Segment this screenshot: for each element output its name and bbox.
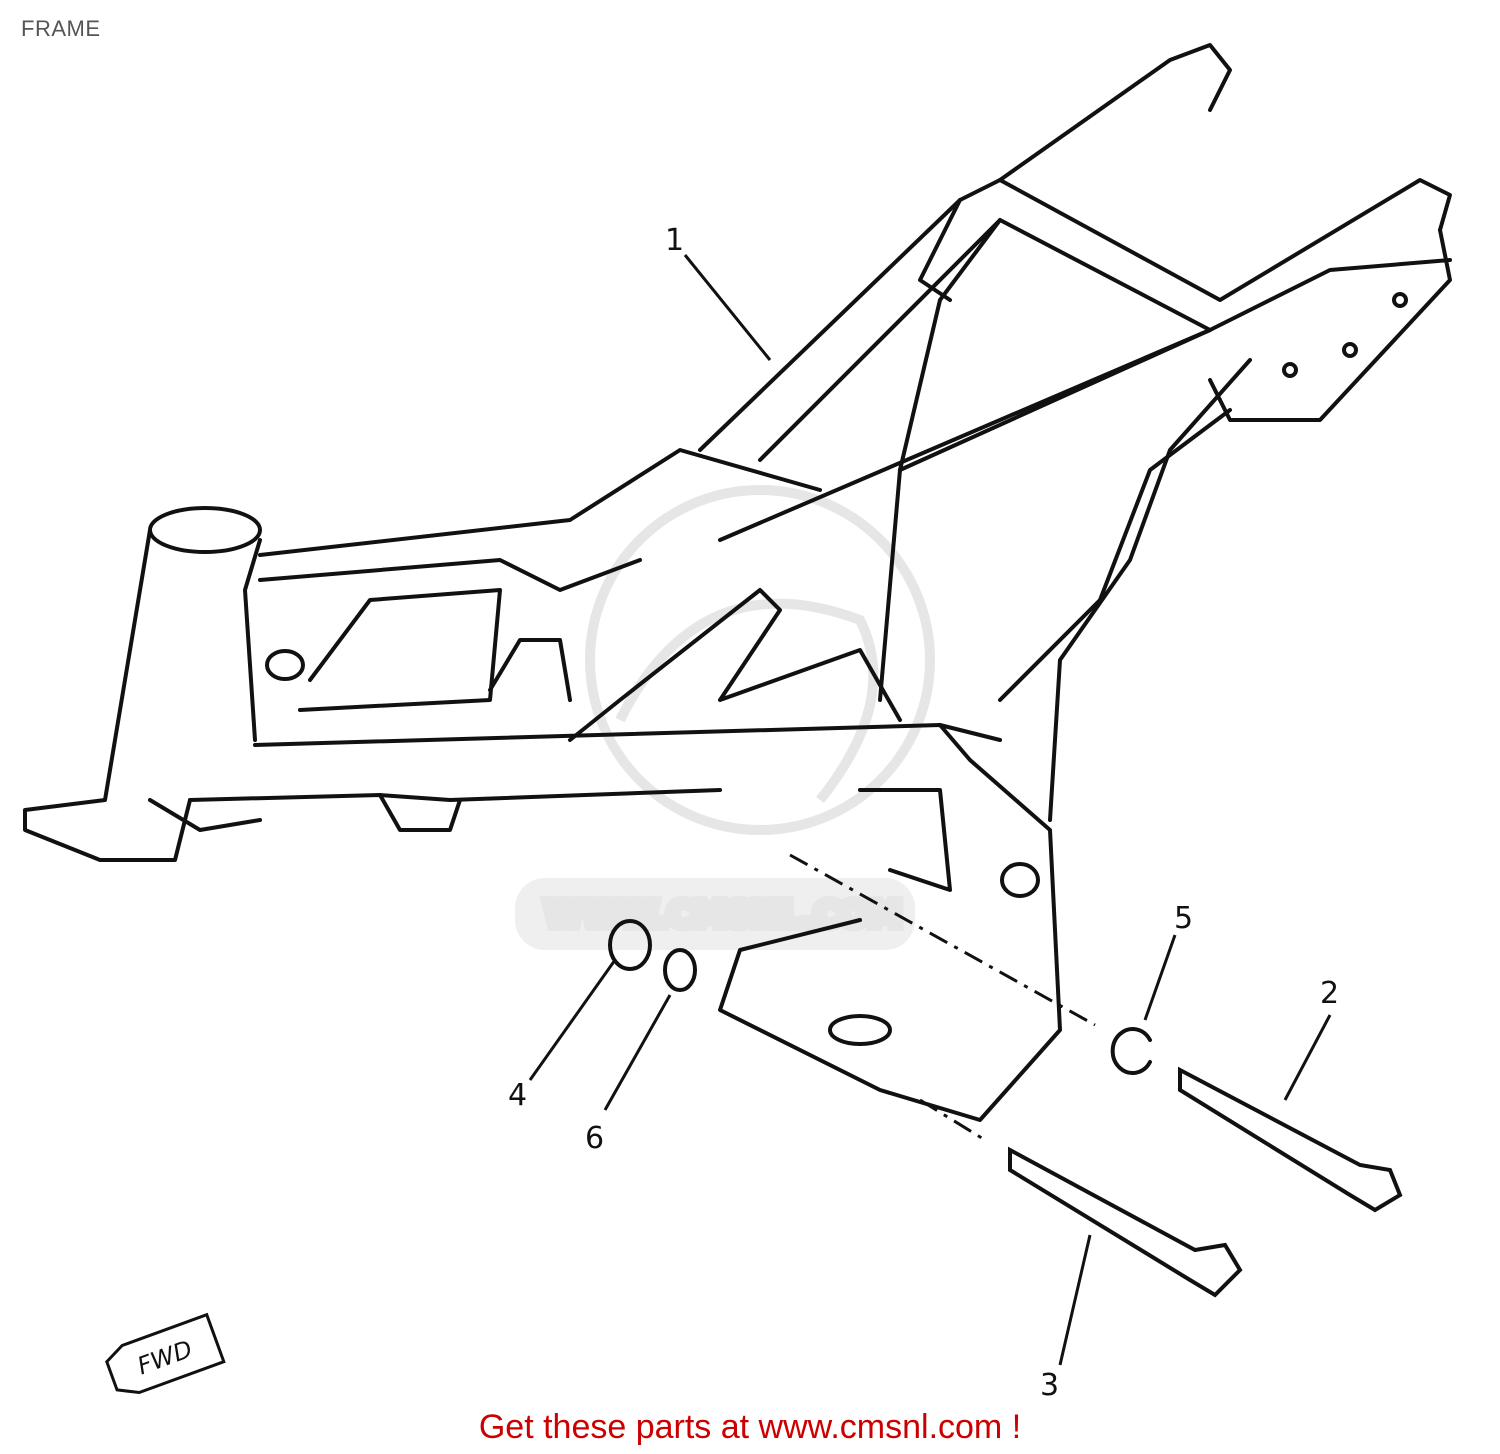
cmsnl-parts-link[interactable]: Get these parts at www.cmsnl.com ! — [478, 1408, 1022, 1446]
nut-part-5 — [1110, 1027, 1152, 1075]
mounting-hardware[interactable] — [608, 919, 1403, 1298]
leader-lines — [528, 254, 1332, 1366]
washer-part-6 — [663, 948, 697, 992]
collar-part-4 — [608, 919, 652, 971]
callout-6: 6 — [585, 1121, 604, 1156]
bolt-part-2 — [1178, 1066, 1403, 1213]
callout-4: 4 — [508, 1078, 527, 1113]
cmsnl-watermark: WWW.CMSNL.COM — [515, 485, 935, 950]
callout-1: 1 — [665, 223, 684, 258]
fwd-label: FWD — [134, 1335, 196, 1380]
callout-5: 5 — [1174, 901, 1193, 936]
page-title: FRAME — [21, 16, 101, 41]
callout-2: 2 — [1320, 976, 1339, 1011]
bolt-part-3 — [1008, 1146, 1243, 1298]
frame-part[interactable] — [23, 43, 1452, 1122]
fwd-direction-arrow: FWD — [105, 1312, 226, 1395]
watermark-label: WWW.CMSNL.COM — [545, 895, 902, 935]
callout-3: 3 — [1040, 1368, 1059, 1403]
